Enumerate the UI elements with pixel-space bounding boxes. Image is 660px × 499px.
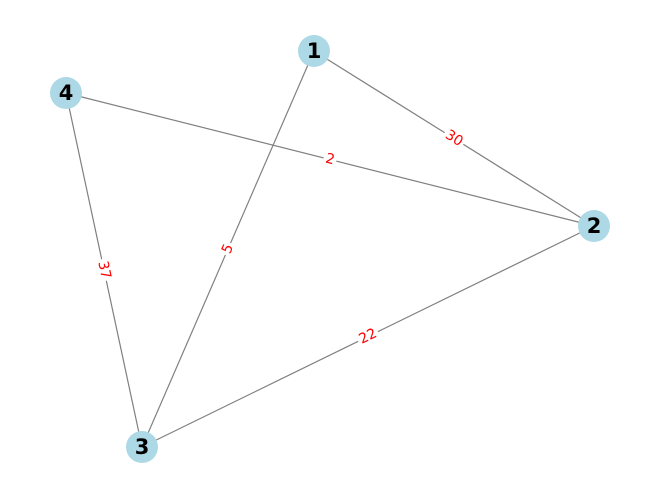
node-label: 3 (135, 435, 150, 459)
edge-label-4-2: 2 (321, 149, 339, 170)
edge-weight-text: 30 (442, 127, 466, 150)
node-2: 2 (578, 210, 610, 242)
node-circle (298, 35, 330, 67)
node-1: 1 (298, 35, 330, 67)
edges-layer (65, 50, 595, 448)
node-label: 4 (59, 81, 74, 105)
node-circle (126, 431, 158, 463)
edge-label-background (439, 125, 469, 152)
edge-label-3-2: 22 (354, 323, 382, 350)
edge-weight-text: 22 (356, 325, 379, 347)
node-label: 1 (307, 39, 322, 63)
nodes-layer: 1 2 3 4 (50, 35, 610, 463)
node-circle (578, 210, 610, 242)
edge-weight-text: 2 (324, 151, 337, 169)
edge-label-background (92, 257, 116, 283)
edge-label-background (354, 323, 382, 350)
node-circle (50, 77, 82, 109)
edge-label-background (217, 239, 239, 259)
node-4: 4 (50, 77, 82, 109)
node-3: 3 (126, 431, 158, 463)
edge-weight-text: 37 (94, 260, 113, 281)
node-label: 2 (587, 214, 602, 238)
edge-label-background (321, 149, 339, 170)
edge-label-1-2: 30 (439, 125, 469, 152)
edge-label-1-3: 5 (217, 239, 239, 259)
edge-label-4-3: 37 (92, 257, 116, 283)
